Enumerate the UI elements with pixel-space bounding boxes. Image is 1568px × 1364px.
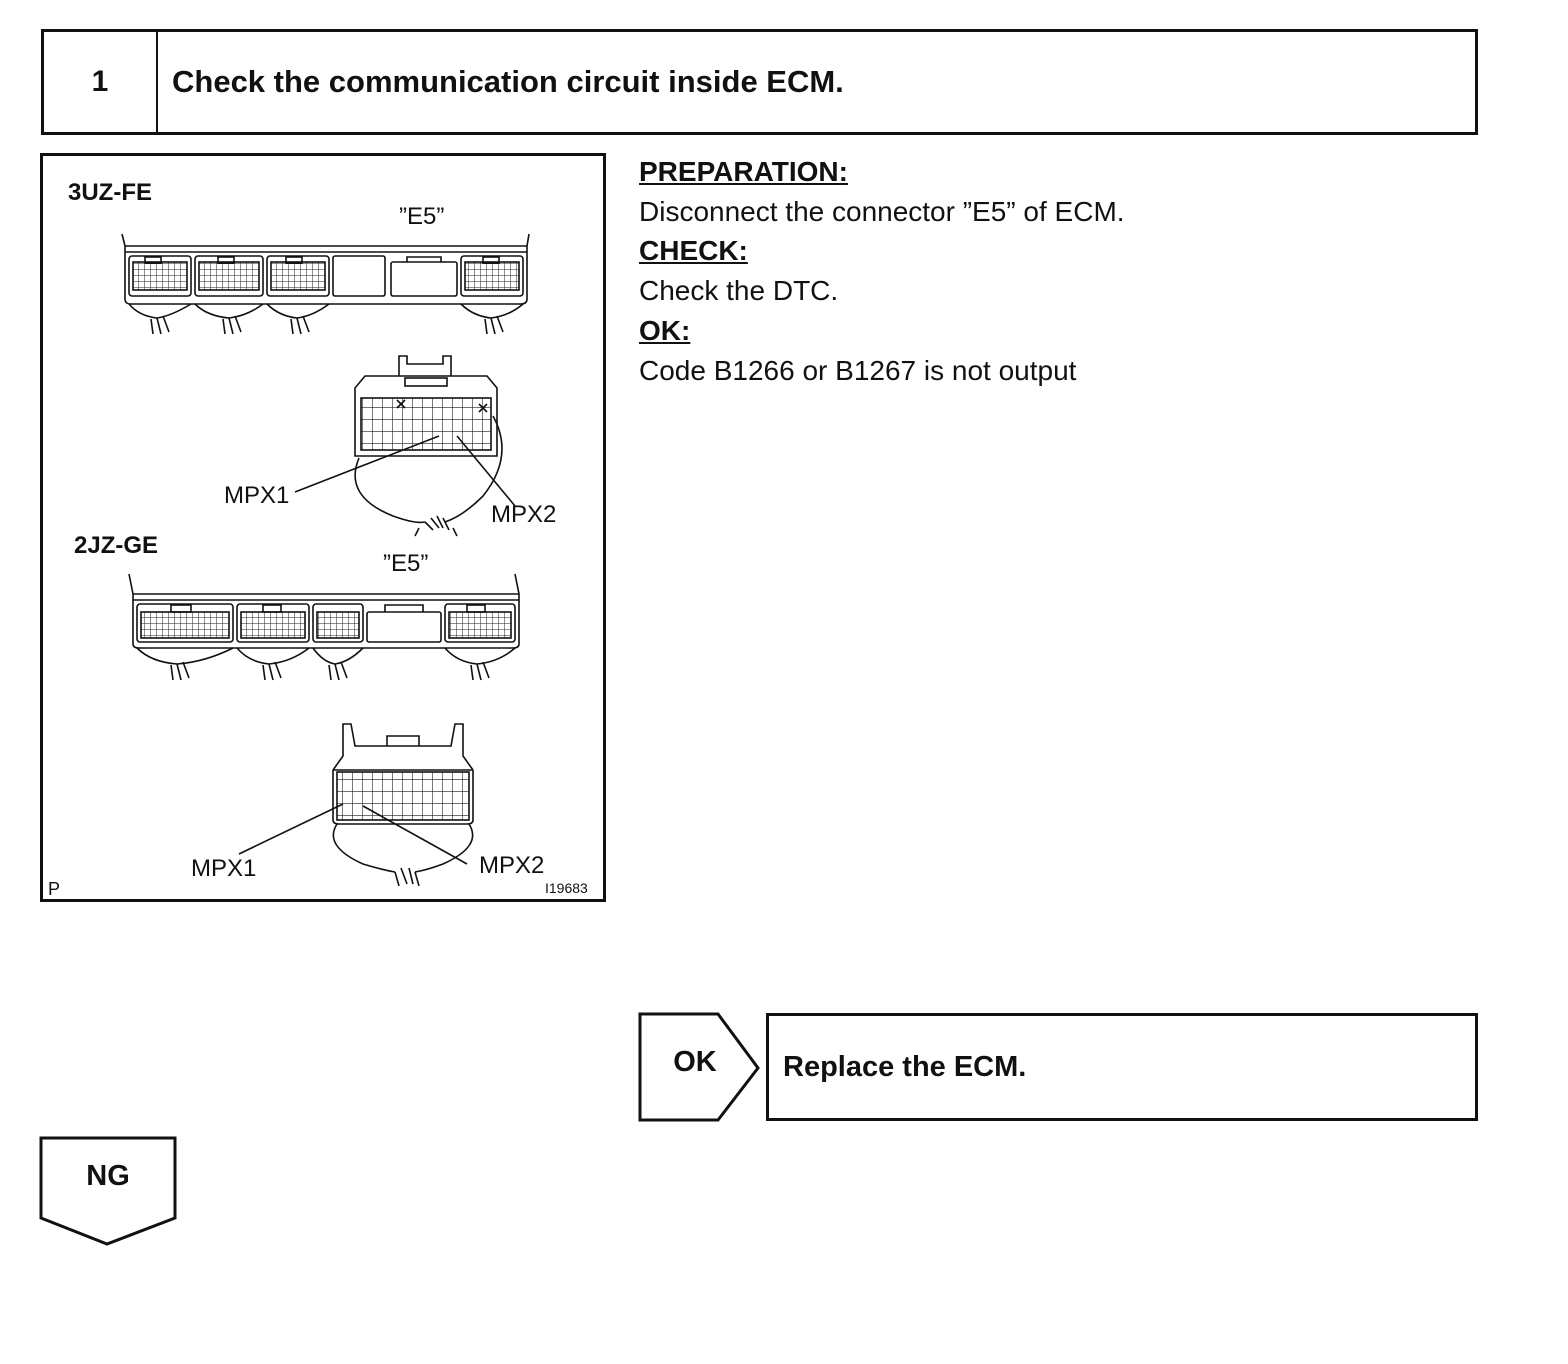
mpx1-label-bottom: MPX1 — [191, 855, 257, 882]
preparation-text: Disconnect the connector ”E5” of ECM. — [639, 195, 1125, 227]
mpx1-label-top: MPX1 — [224, 482, 290, 509]
engine-label-3uz-fe: 3UZ-FE — [68, 179, 152, 206]
step-number: 1 — [44, 32, 158, 132]
connector-illustration — [121, 233, 530, 887]
connector-label-e5-top: ”E5” — [399, 203, 445, 230]
mpx2-leader-top — [456, 435, 516, 507]
corner-mark: P — [48, 879, 61, 899]
ecm-3uz-fe — [121, 233, 530, 335]
ok-heading: OK: — [639, 314, 691, 346]
step-header: 1 Check the communication circuit inside… — [41, 29, 1478, 135]
figure-id: I19683 — [545, 880, 588, 896]
connector-label-e5-bottom: ”E5” — [383, 550, 429, 577]
ng-label: NG — [86, 1160, 130, 1192]
e5-connector-3uz-fe — [354, 355, 503, 537]
ok-result: Replace the ECM. — [766, 1013, 1478, 1121]
ok-arrow-shape — [638, 1012, 760, 1122]
step-title: Check the communication circuit inside E… — [172, 64, 844, 99]
ok-text: Code B1266 or B1267 is not output — [639, 354, 1077, 386]
e5-connector-2jz-ge — [332, 723, 474, 887]
mpx2-leader-bottom — [362, 805, 468, 865]
mpx2-label-bottom: MPX2 — [479, 852, 545, 879]
ok-label: OK — [673, 1046, 717, 1078]
ng-arrow-shape — [39, 1136, 177, 1246]
connector-figure: 3UZ-FE ”E5” MPX1 MPX2 2JZ-GE ”E5” MPX1 M… — [40, 153, 606, 902]
instructions: PREPARATION: Disconnect the connector ”E… — [639, 152, 1499, 390]
mpx1-leader-bottom — [238, 803, 344, 855]
mpx2-label-top: MPX2 — [491, 501, 557, 528]
ecm-2jz-ge — [128, 573, 520, 681]
check-heading: CHECK: — [639, 235, 748, 267]
engine-label-2jz-ge: 2JZ-GE — [74, 532, 159, 559]
check-text: Check the DTC. — [639, 275, 839, 307]
mpx1-leader-top — [294, 435, 440, 493]
preparation-heading: PREPARATION: — [639, 156, 848, 187]
